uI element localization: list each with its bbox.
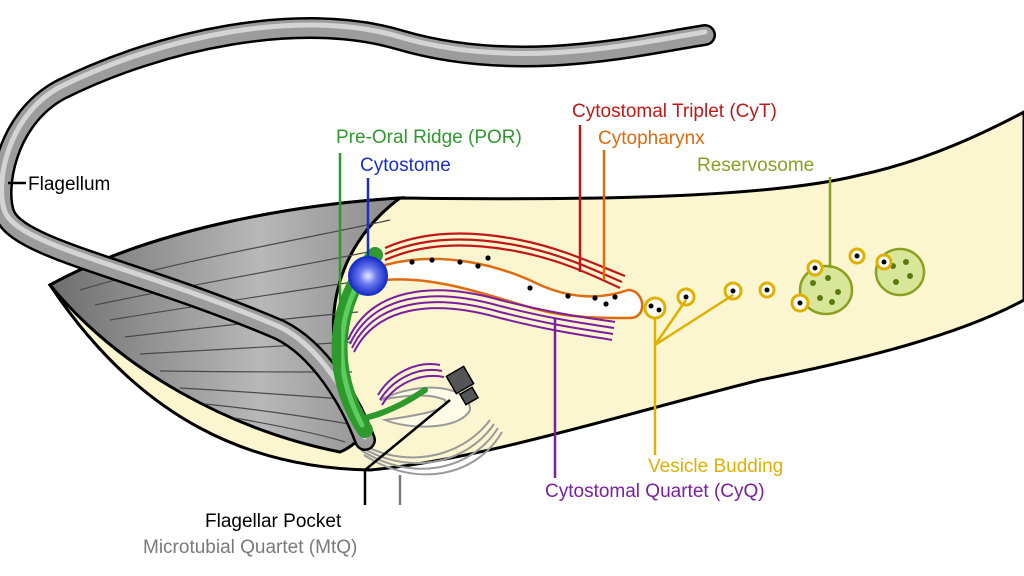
reservosomes xyxy=(790,247,926,316)
label-cytopharynx: Cytopharynx xyxy=(598,128,705,149)
cytopharynx xyxy=(383,257,644,320)
label-reservosome: Reservosome xyxy=(697,155,814,176)
label-cytostomal-triplet: Cytostomal Triplet (CyT) xyxy=(572,101,777,122)
vesicles xyxy=(643,247,866,320)
leader-lines xyxy=(8,125,832,505)
label-cytostome: Cytostome xyxy=(360,155,451,176)
cytostome xyxy=(348,256,388,296)
label-pre-oral-ridge: Pre-Oral Ridge (POR) xyxy=(336,127,522,148)
label-microtubial-quartet: Microtubial Quartet (MtQ) xyxy=(143,537,357,558)
label-flagellar-pocket: Flagellar Pocket xyxy=(205,511,342,532)
pre-oral-ridge-lower xyxy=(362,387,428,421)
cytostomal-quartet xyxy=(347,289,616,406)
label-vesicle-budding: Vesicle Budding xyxy=(648,456,783,477)
label-flagellum: Flagellum xyxy=(28,174,110,195)
cytostomal-triplet xyxy=(384,232,626,289)
label-cytostomal-quartet: Cytostomal Quartet (CyQ) xyxy=(545,481,765,502)
flagellar-pocket-outline xyxy=(379,386,472,428)
basal-body xyxy=(445,365,480,406)
cytopharynx-cargo xyxy=(409,255,618,307)
flagellum xyxy=(0,17,716,451)
